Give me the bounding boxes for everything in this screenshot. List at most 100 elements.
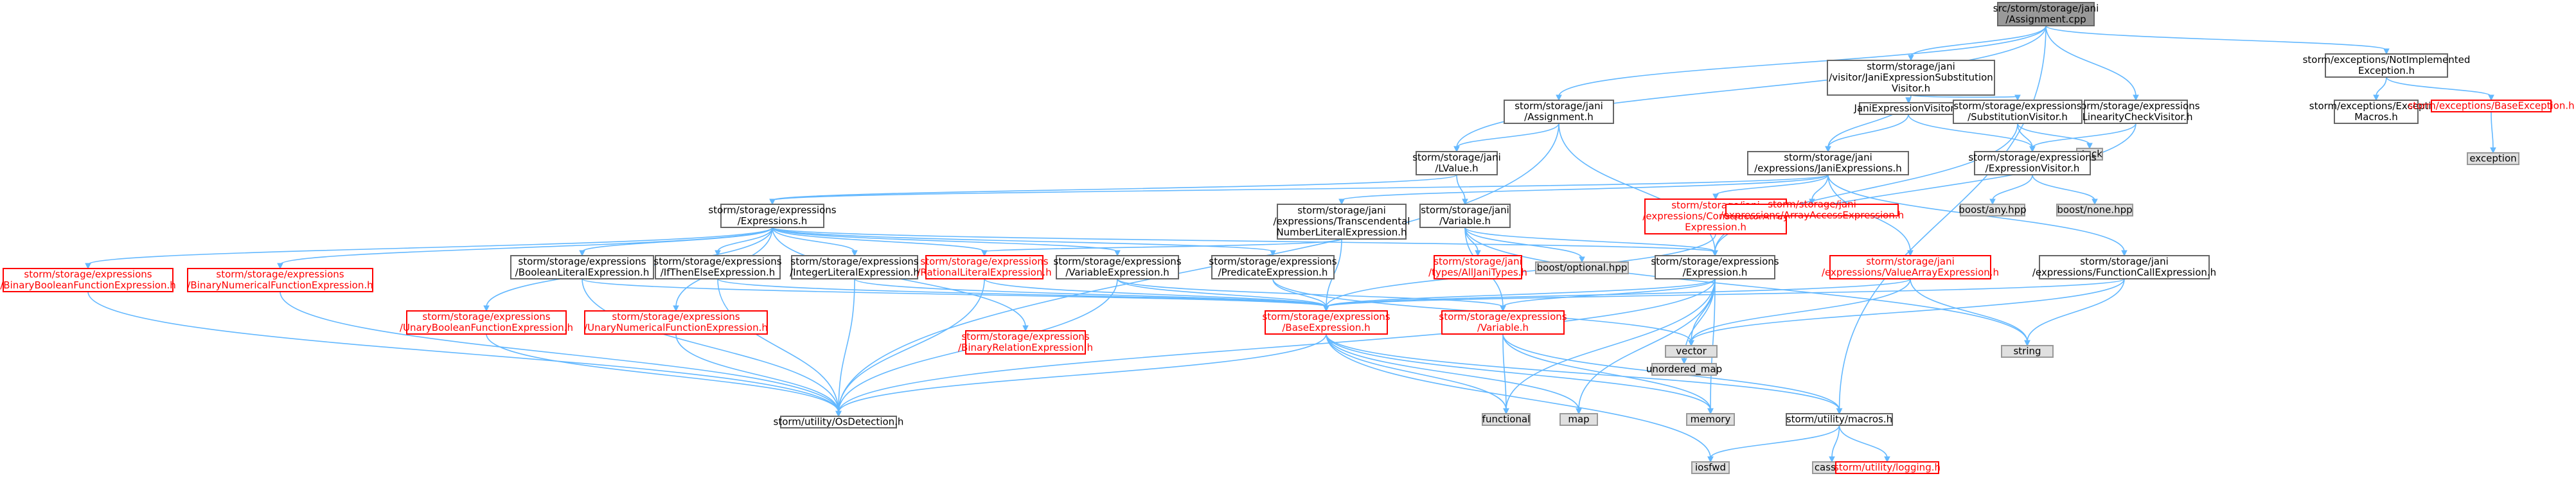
node-label: exception [2469,153,2516,164]
edge-arrowhead [1809,198,1815,206]
edge-lvalue-to-exprs [769,174,1457,206]
node-notimpl[interactable]: storm/exceptions/NotImplementedException… [2303,53,2471,78]
edge-line [717,278,1327,308]
node-lvalue[interactable]: storm/storage/jani/LValue.h [1412,151,1501,175]
node-linchk[interactable]: storm/storage/expressions/LinearityCheck… [2072,100,2200,124]
node-baseexpr[interactable]: storm/storage/expressions/BaseExpression… [1262,310,1390,335]
node-string[interactable]: string [2001,345,2054,358]
node-label: src/storm/storage/jani [1993,3,2099,14]
node-label: /Variable.h [1477,322,1529,333]
node-janitypes[interactable]: storm/storage/jani/types/AllJaniTypes.h [1428,255,1527,279]
node-box [2084,100,2188,124]
node-label: storm/storage/expressions [920,256,1048,267]
node-label: memory [1691,414,1731,425]
node-memory[interactable]: memory [1686,413,1735,426]
node-variable[interactable]: storm/storage/jani/Variable.h [1419,204,1511,228]
node-label: storm/storage/expressions [518,256,646,267]
node-boostopt[interactable]: boost/optional.hpp [1535,261,1629,274]
node-valarray[interactable]: storm/storage/jani/expressions/ValueArra… [1822,255,1999,279]
node-label: /LValue.h [1435,163,1478,174]
edge-substvis-to-substvisitor [1910,94,2021,101]
node-label: storm/storage/expressions [1651,256,1779,267]
node-assignh[interactable]: storm/storage/jani/Assignment.h [1504,100,1614,124]
node-exprs[interactable]: storm/storage/expressions/Expressions.h [708,204,837,228]
node-label: storm/storage/jani [2080,256,2169,267]
node-label: /IntegerLiteralExpression.h [790,267,919,278]
node-boollit[interactable]: storm/storage/expressions/BooleanLiteral… [510,255,654,279]
node-logging[interactable]: storm/utility/logging.h [1834,461,1941,474]
edge-arrowhead [2029,146,2036,153]
node-varexpr[interactable]: storm/storage/expressions/VariableExpres… [1053,255,1182,279]
edge-line [1326,333,1579,410]
node-arrayaccess[interactable]: storm/storage/jani/expressions/ArrayAcce… [1720,198,1904,221]
node-predexpr[interactable]: storm/storage/expressions/PredicateExpre… [1209,255,1337,279]
edge-baseexpr-to-iosfwd [1326,333,1714,463]
edge-arrowhead [1453,146,1460,153]
edge-varexpr-to-baseexpr [1117,278,1329,312]
edge-arrowhead [1503,408,1509,415]
node-map[interactable]: map [1559,413,1598,426]
node-unorderedmap[interactable]: unordered_map [1646,363,1722,376]
node-label: /LinearityCheckVisitor.h [2079,111,2193,123]
edge-macros-to-cassert [1829,425,1840,463]
node-label: /Expression.h [1683,267,1748,278]
node-label: string [2013,346,2041,357]
node-unbool[interactable]: storm/storage/expressions/UnaryBooleanFu… [400,310,573,335]
node-label: storm/storage/jani [1297,205,1386,216]
edge-arrowhead [1475,250,1481,257]
node-label: map [1568,414,1589,425]
edge-arrowhead [1681,358,1687,365]
node-ratlit[interactable]: storm/storage/expressions/RationalLitera… [917,255,1052,279]
node-variableh[interactable]: storm/storage/expressions/Variable.h [1439,310,1567,335]
node-label: /RationalLiteralExpression.h [917,267,1051,278]
edge-exprs-to-intlit [772,227,858,257]
node-trans[interactable]: storm/storage/jani/expressions/Transcend… [1274,204,1410,240]
node-box [2431,100,2552,112]
edge-exprs-to-predexpr [772,227,1276,257]
node-funccall[interactable]: storm/storage/jani/expressions/FunctionC… [2032,255,2216,279]
node-binnum[interactable]: storm/storage/expressions/BinaryNumerica… [187,268,373,292]
edge-line [1326,333,1840,410]
node-root[interactable]: src/storm/storage/jani/Assignment.cpp [1993,2,2099,26]
node-label: storm/storage/expressions [2072,100,2199,112]
node-iosfwd[interactable]: iosfwd [1691,461,1730,474]
node-functional[interactable]: functional [1482,413,1531,426]
node-box [3,268,173,292]
edge-arrowhead [835,410,842,418]
edge-line [1464,227,1583,259]
node-janiexprs[interactable]: storm/storage/jani/expressions/JaniExpre… [1747,151,1909,175]
node-box [720,204,824,228]
node-box [2056,204,2133,216]
node-binrel[interactable]: storm/storage/expressions/BinaryRelation… [958,330,1093,355]
node-boostnone[interactable]: boost/none.hpp [2056,204,2133,216]
node-exception[interactable]: exception [2467,152,2519,165]
node-boolbin[interactable]: storm/storage/expressions/BinaryBooleanF… [0,268,176,292]
node-unnum[interactable]: storm/storage/expressions/UnaryNumerical… [584,310,768,335]
node-ite[interactable]: storm/storage/expressions/IfThenElseExpr… [653,255,782,279]
node-label: /Assignment.cpp [2005,13,2086,25]
node-label: storm/storage/expressions [612,311,740,322]
node-exprvisitor[interactable]: storm/storage/expressions/ExpressionVisi… [1968,151,2097,175]
edge-arrowhead [1022,325,1029,332]
node-box [584,310,768,335]
node-label: boost/any.hpp [1959,204,2026,216]
edge-line [772,227,1274,252]
edge-arrowhead [2086,143,2093,150]
edge-arrowhead [981,250,988,257]
node-boostany[interactable]: boost/any.hpp [1959,204,2027,216]
node-intlit[interactable]: storm/storage/expressions/IntegerLiteral… [790,255,919,279]
node-label: functional [1482,414,1531,425]
node-osdetect[interactable]: storm/utility/OsDetection.h [774,416,904,428]
node-substvis[interactable]: storm/storage/jani/visitor/JaniExpressio… [1827,60,1995,96]
node-vector[interactable]: vector [1665,345,1718,358]
node-substvisitor[interactable]: storm/storage/expressions/SubstitutionVi… [1953,100,2083,124]
node-janiexprvis[interactable]: JaniExpressionVisitor.h [1854,102,1963,115]
edge-line [1464,227,2028,342]
edge-line [838,278,1716,413]
node-expression[interactable]: storm/storage/expressions/Expression.h [1651,255,1779,279]
edge-line [1502,278,1716,308]
node-macros[interactable]: storm/utility/macros.h [1786,413,1893,426]
node-label: JaniExpressionVisitor.h [1854,103,1963,114]
node-baseexc[interactable]: storm/exceptions/BaseException.h [2408,100,2575,112]
